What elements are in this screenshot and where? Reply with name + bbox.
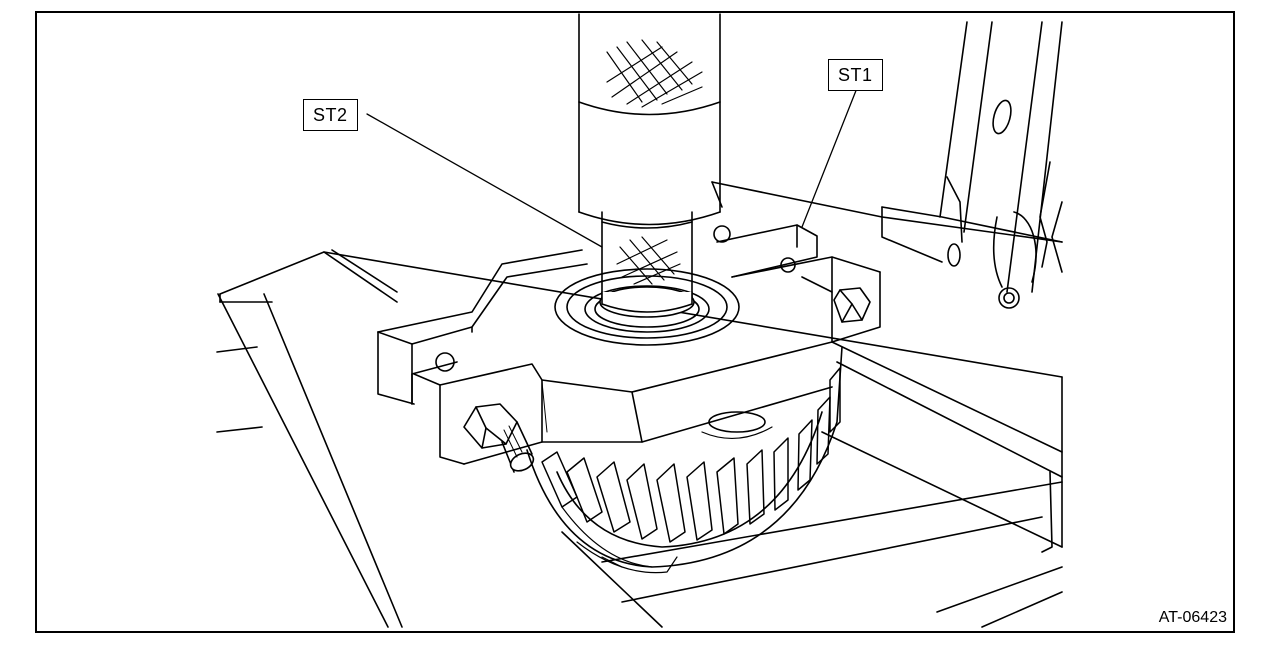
callout-st1: ST1 [828,59,883,91]
callout-st2: ST2 [303,99,358,131]
st2-leader-line [366,113,603,248]
helical-gear [526,346,843,574]
figure-frame: ST2 ST1 AT-06423 [35,11,1235,633]
bolt-left [463,403,535,473]
press-stand [881,21,1063,309]
bolt-right [833,287,871,323]
callout-st2-label: ST2 [313,105,348,125]
press-table [216,181,1063,628]
figure-id: AT-06423 [1158,609,1227,626]
knurl-hatching [606,39,703,285]
leader-lines [366,87,858,248]
st1-leader-line [801,87,858,228]
gear-teeth [541,367,841,543]
press-ram [578,13,721,303]
bearing [554,268,740,346]
plate-st1 [411,256,881,465]
press-illustration [216,13,1063,628]
callout-st1-label: ST1 [838,65,873,85]
